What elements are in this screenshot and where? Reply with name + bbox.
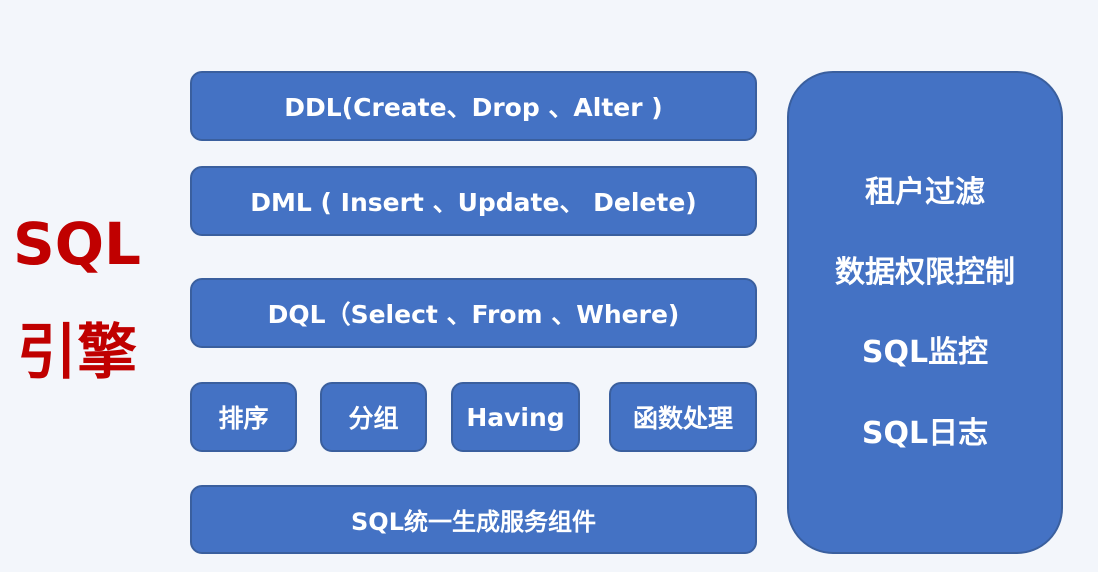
title-engine: 引擎 bbox=[17, 318, 137, 388]
group-box: 分组 bbox=[320, 382, 427, 452]
dml-layer-box: DML ( Insert 、Update、 Delete) bbox=[190, 166, 757, 236]
sql-generator-box: SQL统一生成服务组件 bbox=[190, 485, 757, 554]
ddl-layer-box: DDL(Create、Drop 、Alter ) bbox=[190, 71, 757, 141]
sort-box: 排序 bbox=[190, 382, 297, 452]
tenant-filter-label: 租户过滤 bbox=[865, 175, 985, 210]
data-permission-label: 数据权限控制 bbox=[835, 255, 1015, 290]
title-sql: SQL bbox=[12, 210, 142, 278]
side-panel: 租户过滤 数据权限控制 SQL监控 SQL日志 bbox=[787, 71, 1063, 554]
dql-layer-box: DQL（Select 、From 、Where) bbox=[190, 278, 757, 348]
having-box: Having bbox=[451, 382, 580, 452]
function-box: 函数处理 bbox=[609, 382, 757, 452]
sql-log-label: SQL日志 bbox=[861, 416, 989, 451]
sql-monitor-label: SQL监控 bbox=[861, 335, 989, 370]
